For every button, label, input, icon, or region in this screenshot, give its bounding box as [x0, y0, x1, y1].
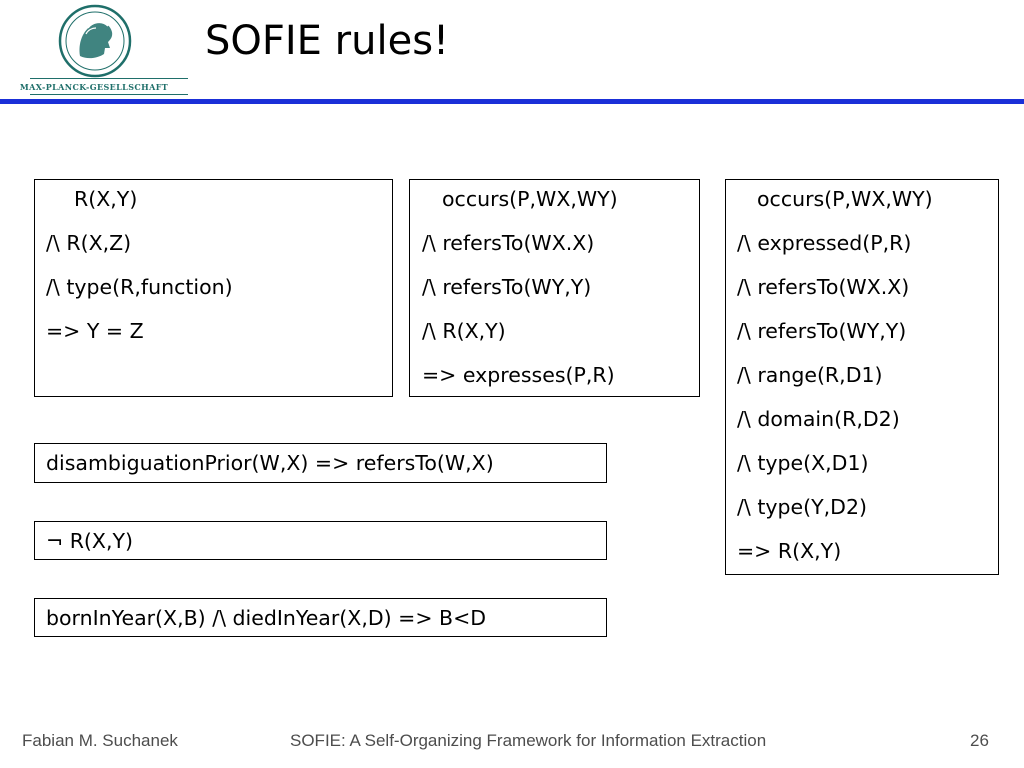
rule-line: /\ refersTo(WY,Y): [737, 319, 907, 343]
rule-line: /\ type(Y,D2): [737, 495, 867, 519]
footer-author: Fabian M. Suchanek: [22, 731, 178, 750]
rule-line: => R(X,Y): [737, 539, 842, 563]
footer-paper-title: SOFIE: A Self-Organizing Framework for I…: [290, 731, 767, 750]
rule-box-functional: R(X,Y) /\ R(X,Z) /\ type(R,function) => …: [34, 179, 393, 397]
rule-box-birth-death: bornInYear(X,B) /\ diedInYear(X,D) => B<…: [34, 598, 607, 637]
logo-rule-bottom: [30, 94, 188, 95]
rule-line: /\ type(X,D1): [737, 451, 869, 475]
rule-line: => Y = Z: [46, 319, 144, 343]
rule-line: /\ R(X,Y): [422, 319, 506, 343]
rule-line: occurs(P,WX,WY): [757, 187, 933, 211]
rule-line: /\ refersTo(WX.X): [422, 231, 595, 255]
rule-line: R(X,Y): [74, 187, 138, 211]
header-divider: [0, 99, 1024, 104]
footer-page-number: 26: [970, 731, 989, 750]
rule-line: /\ range(R,D1): [737, 363, 883, 387]
rule-line: /\ type(R,function): [46, 275, 233, 299]
rule-line: /\ refersTo(WX.X): [737, 275, 910, 299]
logo-wordmark: MAX-PLANCK-GESELLSCHAFT: [19, 82, 169, 92]
rule-line: /\ domain(R,D2): [737, 407, 900, 431]
rule-line: /\ expressed(P,R): [737, 231, 912, 255]
max-planck-logo: MAX-PLANCK-GESELLSCHAFT: [14, 4, 188, 96]
rule-box-negation: ¬ R(X,Y): [34, 521, 607, 560]
minerva-emblem-icon: [58, 4, 132, 78]
rule-line: occurs(P,WX,WY): [442, 187, 618, 211]
rule-line: => expresses(P,R): [422, 363, 615, 387]
logo-rule-top: [30, 78, 188, 79]
rule-box-disambiguation: disambiguationPrior(W,X) => refersTo(W,X…: [34, 443, 607, 483]
slide-title: SOFIE rules!: [205, 18, 450, 64]
rule-line: /\ R(X,Z): [46, 231, 132, 255]
rule-box-expresses: occurs(P,WX,WY) /\ refersTo(WX.X) /\ ref…: [409, 179, 700, 397]
rule-box-relation: occurs(P,WX,WY) /\ expressed(P,R) /\ ref…: [725, 179, 999, 575]
rule-line: /\ refersTo(WY,Y): [422, 275, 592, 299]
